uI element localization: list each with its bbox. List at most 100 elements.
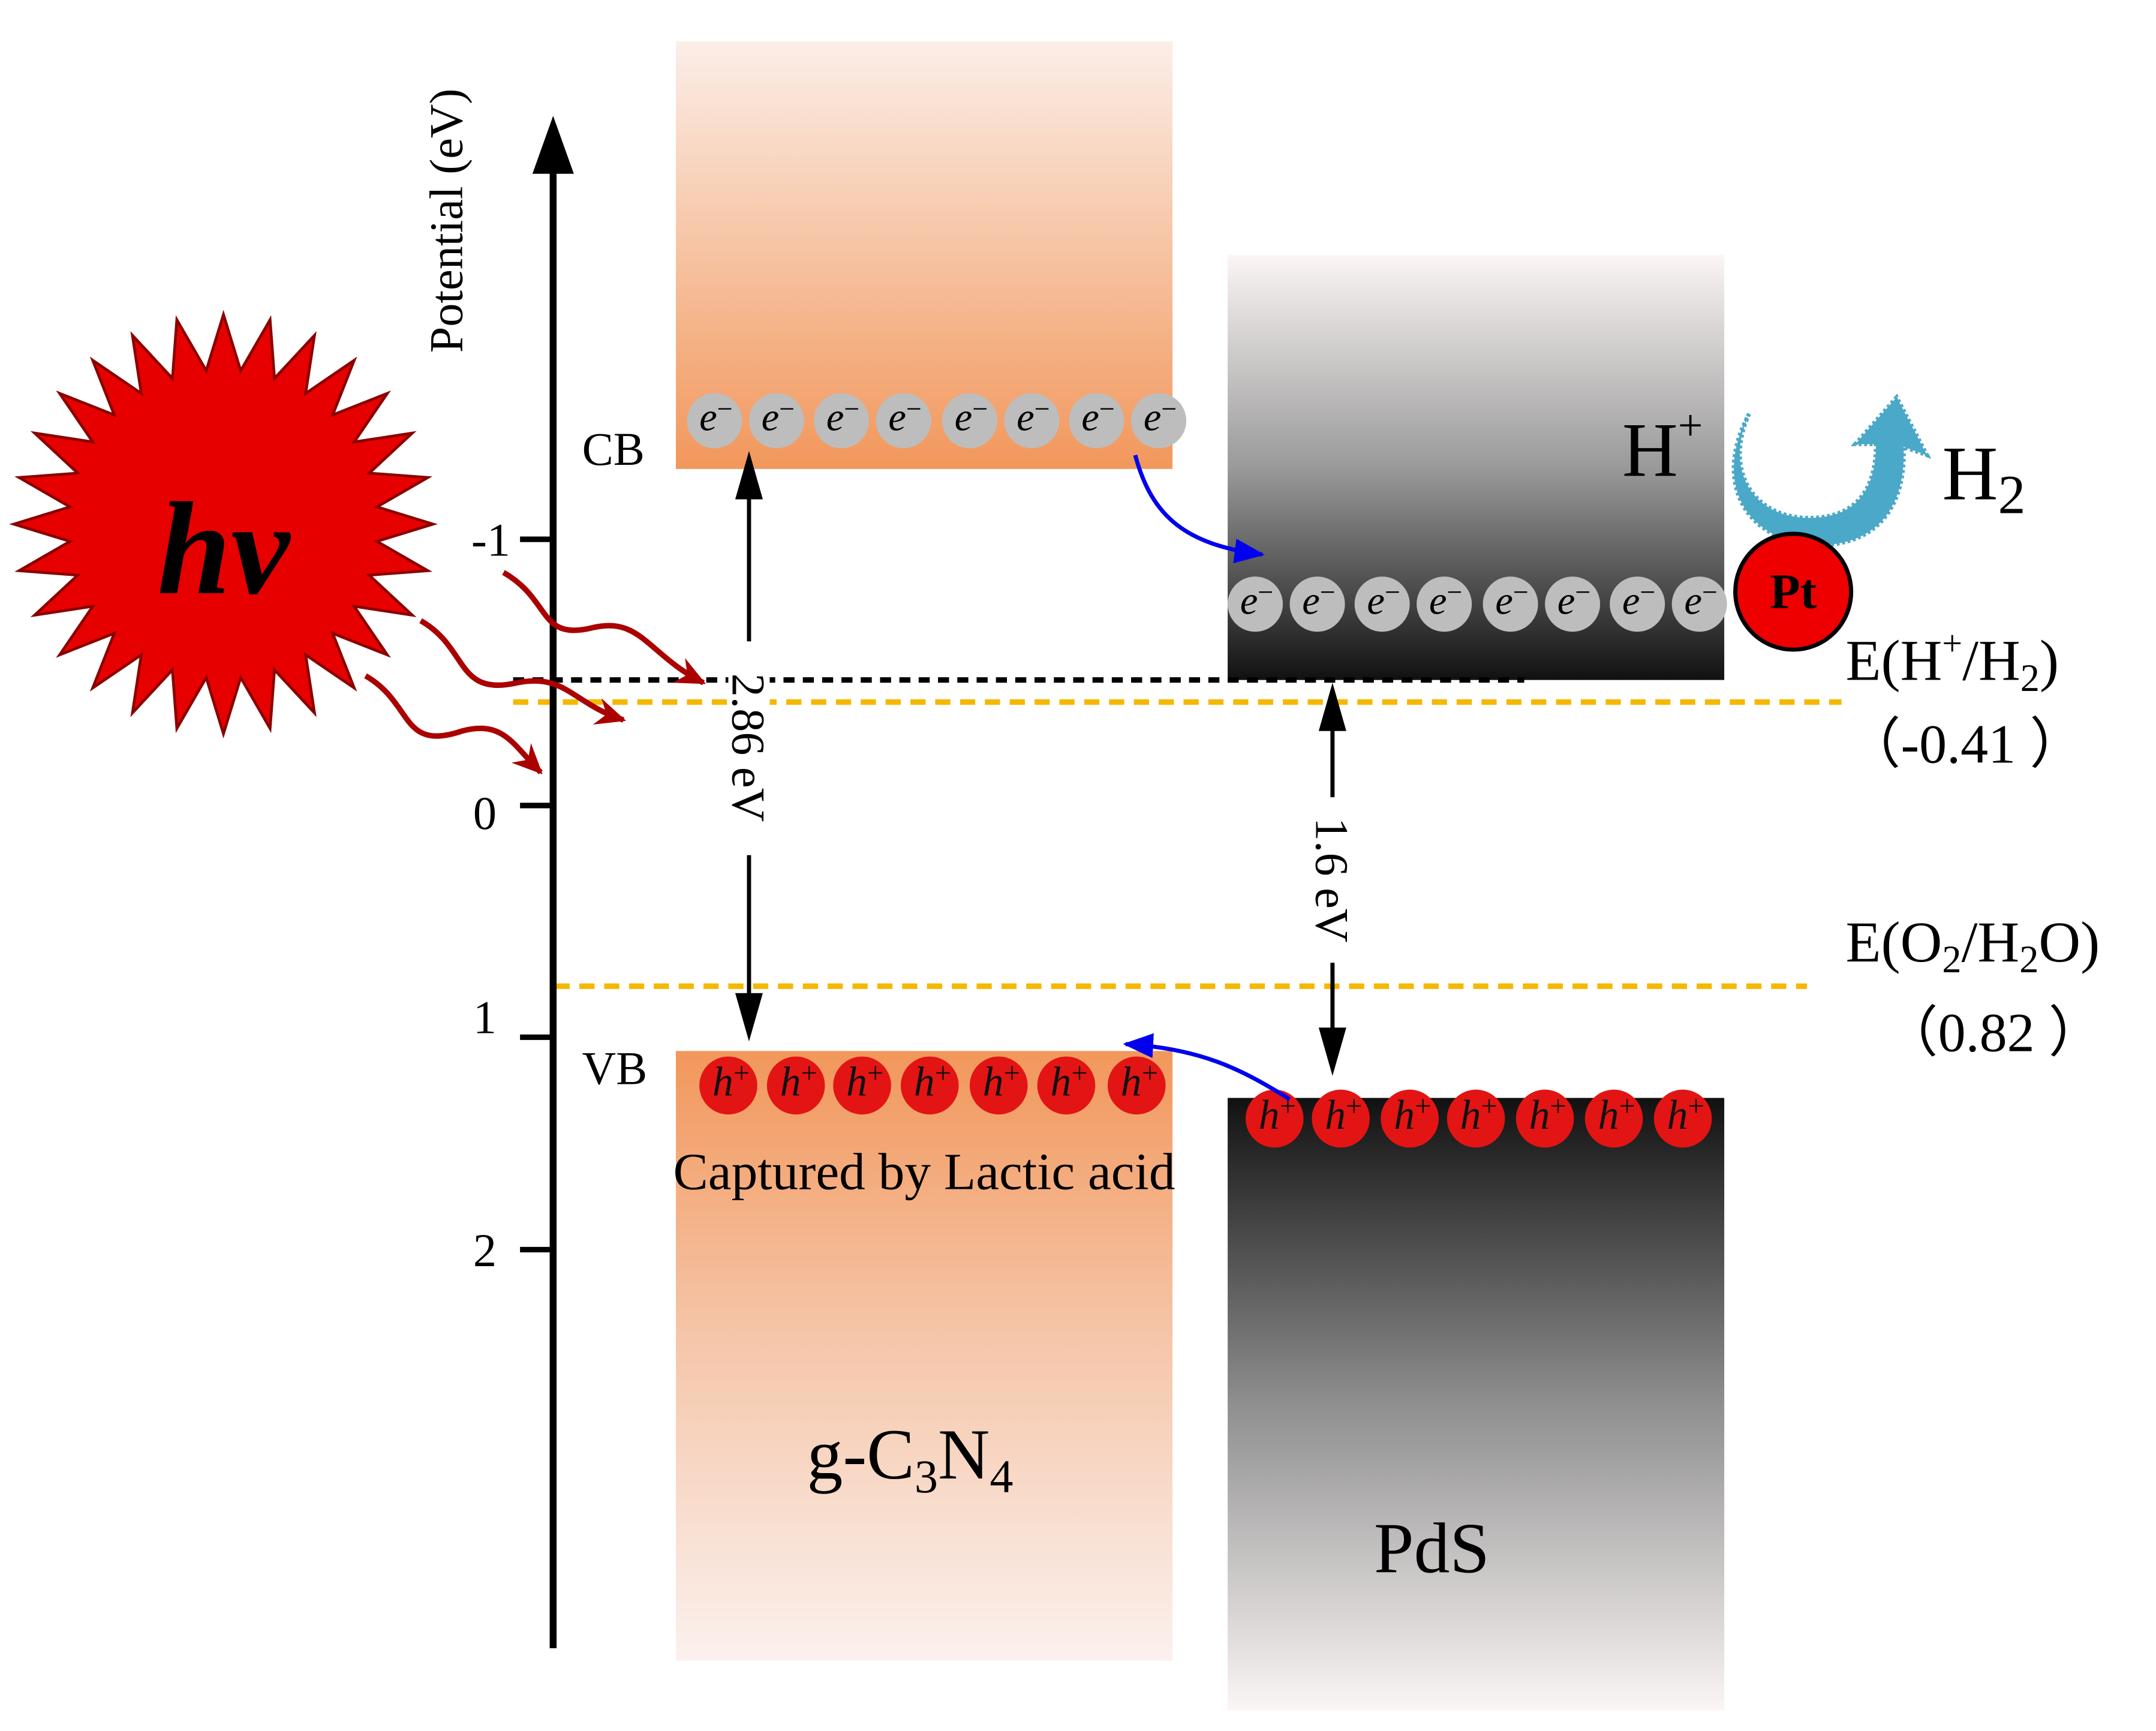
sun-icon <box>9 309 438 739</box>
electron-symbol: e− <box>1302 577 1336 623</box>
electron-transfer-arrow <box>1133 454 1265 564</box>
electron-symbol: e− <box>699 393 733 440</box>
electron-particle <box>1417 576 1472 632</box>
electron-particle <box>1354 576 1410 632</box>
arrowhead-icon <box>1318 1027 1346 1076</box>
pds-valence-band <box>1228 1098 1725 1711</box>
electron-particle <box>687 393 742 449</box>
hole-particle <box>1107 1056 1166 1115</box>
electron-particle <box>1545 576 1601 632</box>
arrowhead-icon <box>1318 683 1346 731</box>
hole-symbol: h+ <box>1394 1090 1431 1138</box>
electron-symbol: e− <box>888 393 922 440</box>
hole-symbol: h+ <box>1121 1057 1158 1105</box>
hole-particle <box>969 1056 1028 1115</box>
tick-label: -1 <box>471 514 510 566</box>
pds-bandgap-label: 1.6 eV <box>1306 818 1358 942</box>
cb-label: CB <box>582 423 645 475</box>
hole-symbol: h+ <box>1050 1057 1087 1105</box>
light-arrow <box>419 618 627 725</box>
tick-label: 1 <box>473 991 497 1043</box>
tick-label: 0 <box>473 787 497 839</box>
product-label: H2 <box>1942 430 2025 525</box>
gcn-valence-band <box>676 1051 1173 1661</box>
gcn-bandgap-label: 2.86 eV <box>722 674 774 822</box>
hole-particle <box>1515 1089 1574 1148</box>
electron-symbol: e− <box>1081 393 1115 440</box>
gcn-hole-row: h+ h+ h+ h+ h+ h+ h+ <box>699 1056 1166 1115</box>
hole-particle <box>1653 1089 1712 1148</box>
electron-symbol: e− <box>1684 577 1718 623</box>
hole-symbol: h+ <box>1325 1090 1362 1138</box>
pds-electron-row: e− e− e− e− e− e− e− e− <box>1228 576 1727 632</box>
electron-particle <box>942 393 997 449</box>
electron-particle <box>814 393 870 449</box>
electron-symbol: e− <box>1017 393 1050 440</box>
hole-symbol: h+ <box>712 1057 750 1105</box>
hole-particle <box>1312 1089 1370 1148</box>
electron-symbol: e− <box>955 393 988 440</box>
electron-particle <box>1131 393 1187 449</box>
hole-symbol: h+ <box>914 1057 951 1105</box>
electron-symbol: e− <box>1429 577 1463 623</box>
o2-level-value: （0.82 ） <box>1883 1002 2104 1063</box>
pt-label: Pt <box>1770 564 1817 619</box>
h2-level-label: E(H+/H2) <box>1845 623 2059 699</box>
hole-particle <box>833 1056 891 1115</box>
hole-symbol: h+ <box>1667 1090 1704 1138</box>
electron-symbol: e− <box>1557 577 1591 623</box>
electron-particle <box>748 393 804 449</box>
hole-particle <box>1037 1056 1096 1115</box>
hole-particle <box>1447 1089 1505 1148</box>
electron-particle <box>1610 576 1665 632</box>
hole-particle <box>766 1056 825 1115</box>
electron-particle <box>1228 576 1283 632</box>
electron-symbol: e− <box>1495 577 1529 623</box>
electron-particle <box>1004 393 1060 449</box>
electron-symbol: e− <box>1622 577 1656 623</box>
electron-particle <box>1289 576 1345 632</box>
arrowhead-icon <box>735 450 763 500</box>
hole-symbol: h+ <box>1529 1090 1566 1138</box>
axis-label: Potential (eV) <box>420 89 473 353</box>
reactant-label: H+ <box>1622 401 1703 493</box>
hole-symbol: h+ <box>983 1057 1020 1105</box>
hole-transfer-arrow <box>1123 1033 1291 1101</box>
electron-symbol: e− <box>762 393 795 440</box>
electron-symbol: e− <box>1240 577 1274 623</box>
hole-particle <box>1245 1089 1304 1148</box>
o2-level-label: E(O2/H2O) <box>1845 910 2100 981</box>
electron-particle <box>876 393 931 449</box>
pds-hole-row: h+ h+ h+ h+ h+ h+ h+ <box>1245 1089 1712 1148</box>
sacrificial-agent-label: Captured by Lactic acid <box>673 1142 1175 1200</box>
electron-particle <box>1069 393 1124 449</box>
hole-symbol: h+ <box>1460 1090 1498 1138</box>
hole-symbol: h+ <box>846 1057 883 1105</box>
pds-material-label: PdS <box>1374 1508 1490 1588</box>
pt-cocatalyst <box>1733 531 1854 652</box>
hole-symbol: h+ <box>1598 1090 1635 1138</box>
electron-symbol: e− <box>1367 577 1400 623</box>
arrowhead-icon <box>735 993 763 1042</box>
light-arrow <box>502 570 706 686</box>
reaction-curved-arrow-icon <box>1731 393 1932 547</box>
electron-symbol: e− <box>826 393 860 440</box>
sun-label: hv <box>157 475 291 622</box>
electron-particle <box>1671 576 1727 632</box>
axis-arrowhead-icon <box>532 116 574 174</box>
hole-particle <box>1381 1089 1439 1148</box>
vb-label: VB <box>582 1042 648 1094</box>
hole-particle <box>900 1056 959 1115</box>
gap-label-bg <box>1312 797 1354 963</box>
gap-label-bg <box>728 641 770 855</box>
gcn-material-label: g-C3N4 <box>807 1414 1014 1502</box>
h2-level-value: （-0.41 ） <box>1845 714 2085 775</box>
hole-symbol: h+ <box>780 1057 817 1105</box>
hole-particle <box>1584 1089 1643 1148</box>
electron-particle <box>1483 576 1538 632</box>
electron-symbol: e− <box>1144 393 1177 440</box>
hole-symbol: h+ <box>1259 1090 1296 1138</box>
hole-particle <box>699 1056 757 1115</box>
gcn-electron-row: e− e− e− e− e− e− e− e− <box>687 393 1187 449</box>
